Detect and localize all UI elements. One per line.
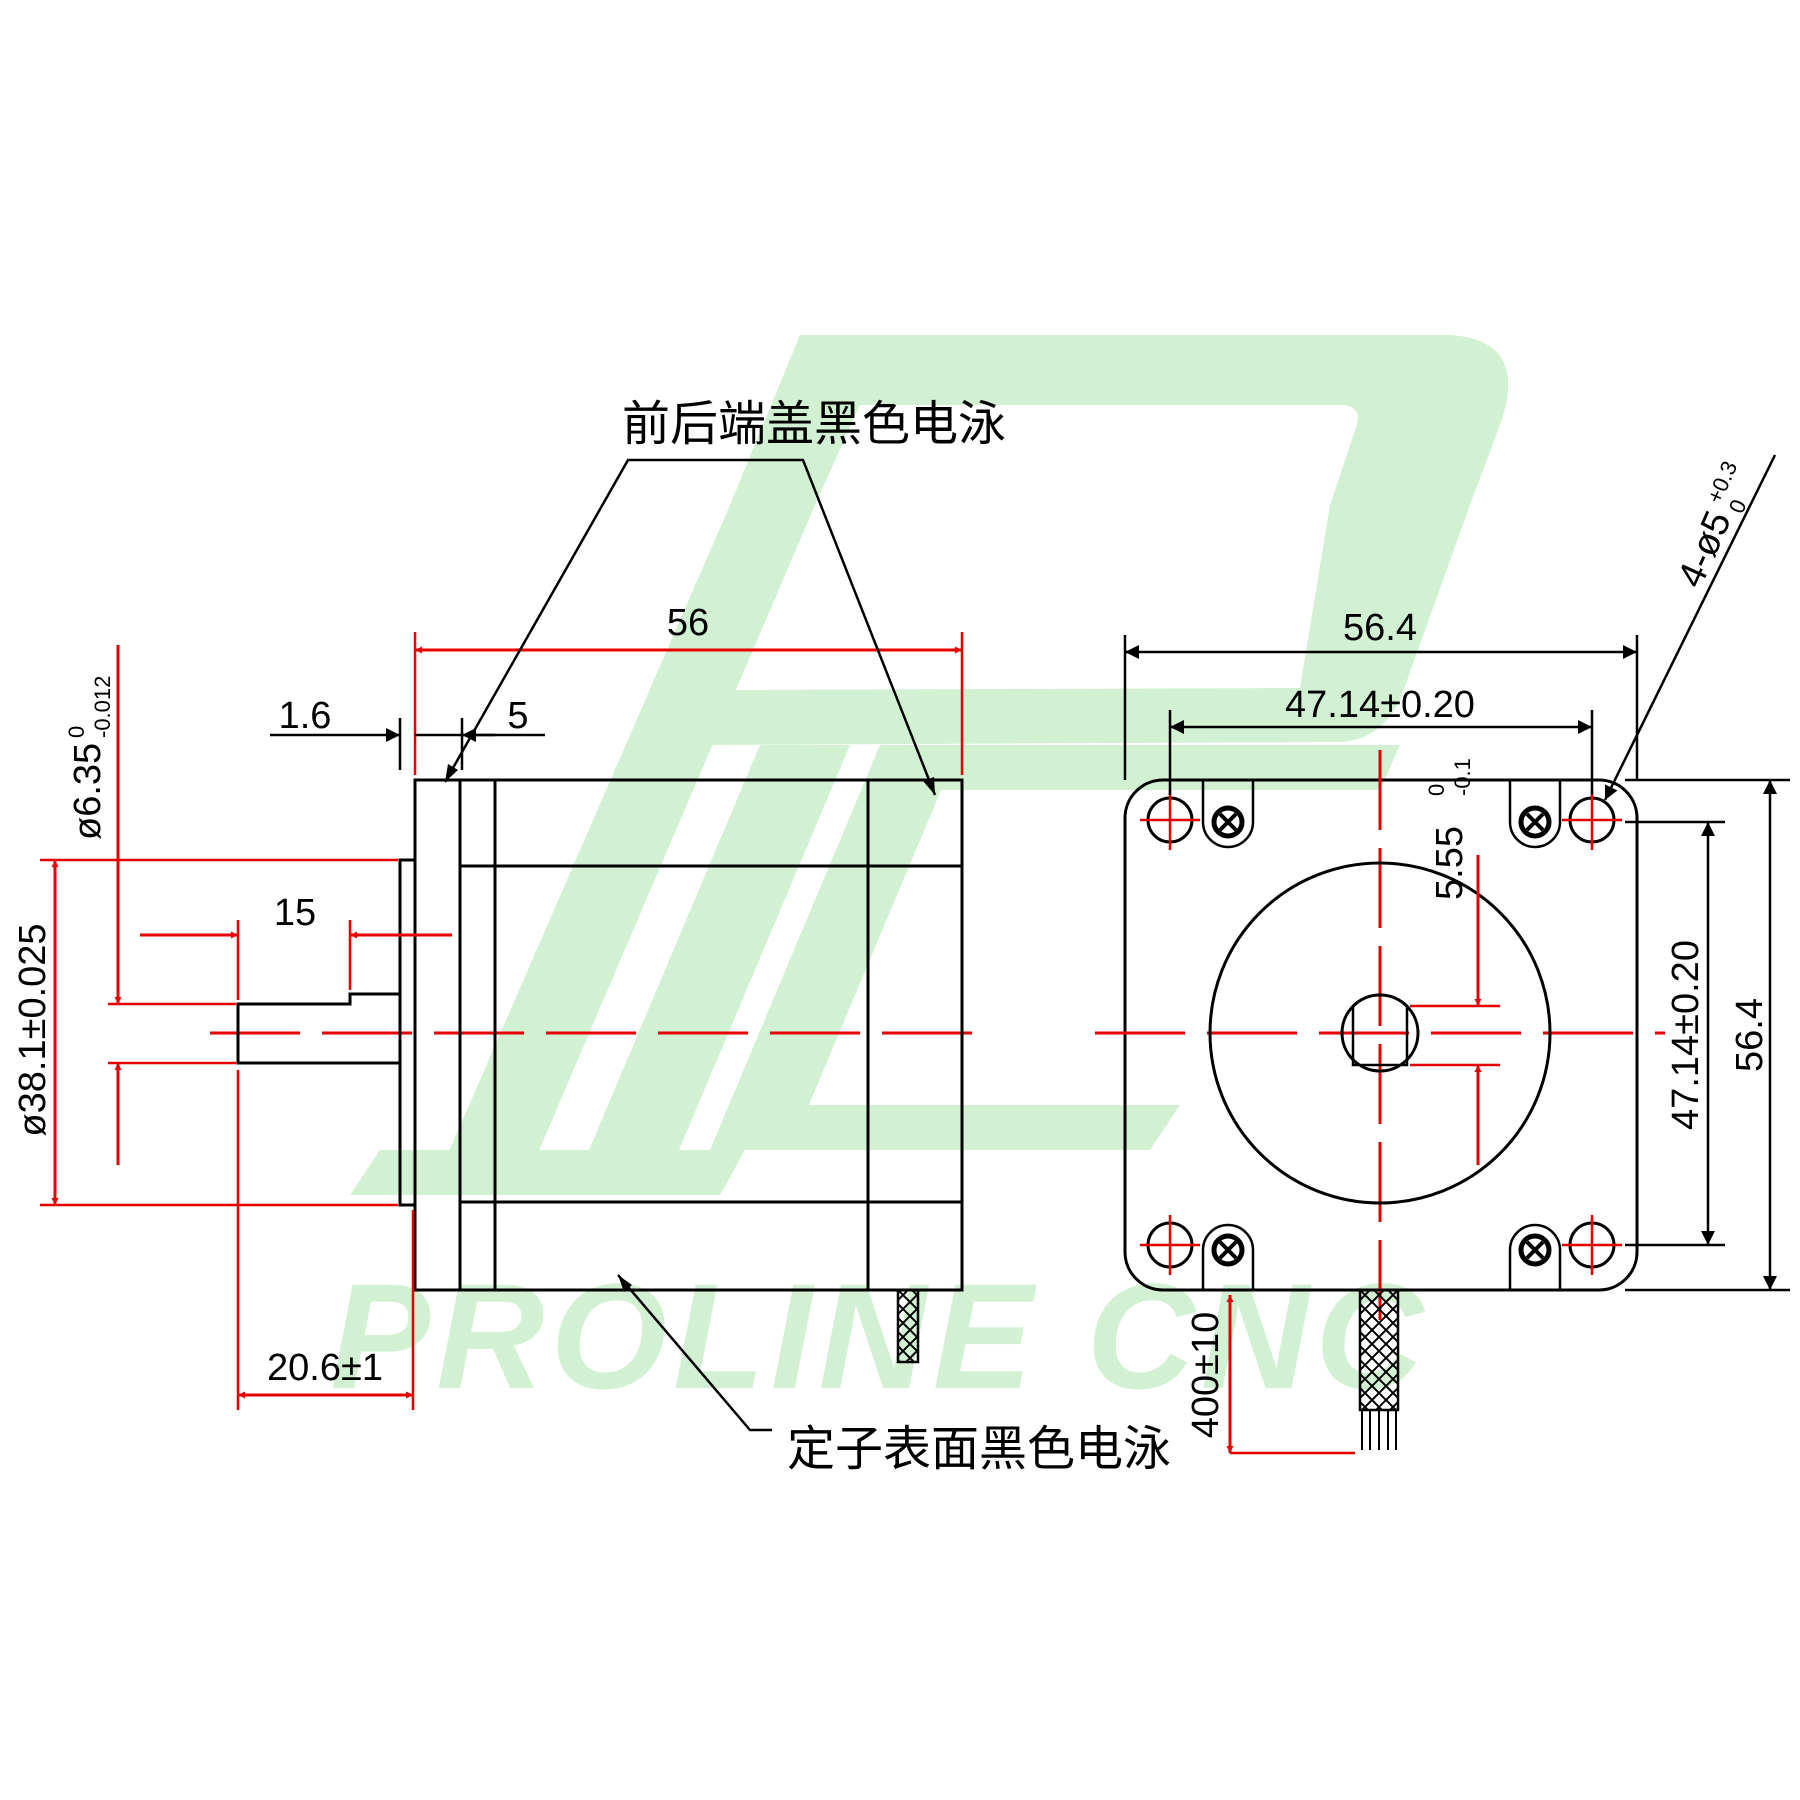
mount-hole-tl [1140,790,1200,850]
boss-circle [1208,861,1552,1205]
annotations: 前后端盖黑色电泳 定子表面黑色电泳 [443,396,1171,1477]
screw-bl [1201,1223,1255,1290]
shaft [236,992,400,1065]
side-dimensions: 56 1.6 5 ø38.1±0.025 ø6.35 0 -0.012 15 2… [12,602,964,1410]
dim-flange-thickness: 1.6 [279,695,332,737]
front-dimensions: 56.4 47.14±0.20 56.4 47.14±0.20 5.55 0 -… [1123,454,1790,1455]
end-cover-leader [443,458,937,796]
dim-boss-diameter: ø38.1±0.025 [12,923,54,1136]
dim-shaft-length: 20.6±1 [267,1347,383,1389]
dim-shaft-diameter: ø6.35 [67,743,109,840]
shaft-flat [1351,993,1409,1067]
dim-shaft-tol-upper: 0 [64,726,89,738]
lead-cable [1358,1288,1400,1412]
stator-leader [617,1274,772,1432]
screw-br [1508,1223,1562,1290]
dim-flat-tol-upper: 0 [1424,784,1449,796]
motor-body [413,778,964,1292]
mount-hole-br [1562,1215,1622,1275]
front-view [1095,750,1665,1450]
watermark-logo [350,335,1509,1195]
mount-hole-bl [1140,1215,1200,1275]
dim-body-length: 56 [667,602,709,644]
lead-wires [1361,1410,1397,1450]
dim-shaft-tol-lower: -0.012 [90,676,115,738]
dim-flat-length: 15 [274,892,316,934]
note-end-cover: 前后端盖黑色电泳 [622,396,1006,452]
watermark-brand: PROLINE CNC [330,1252,1429,1420]
screw-tr [1508,780,1562,849]
dim-boss-length: 5 [507,695,528,737]
side-view [210,778,990,1364]
dim-mount-tol-lower: 0 [1724,496,1752,517]
mount-hole-tr [1562,790,1622,850]
note-stator: 定子表面黑色电泳 [787,1421,1171,1477]
dim-hole-spacing-v: 47.14±0.20 [1665,940,1707,1130]
dim-lead-length: 400±10 [1185,1312,1227,1439]
cable-stub [896,1288,920,1364]
dim-flat-tol-lower: -0.1 [1450,758,1475,796]
dim-flat-depth: 5.55 [1429,826,1471,900]
dim-width: 56.4 [1343,607,1417,649]
screw-tl [1201,780,1255,849]
dim-hole-spacing-h: 47.14±0.20 [1285,684,1475,726]
dim-height: 56.4 [1729,998,1771,1072]
